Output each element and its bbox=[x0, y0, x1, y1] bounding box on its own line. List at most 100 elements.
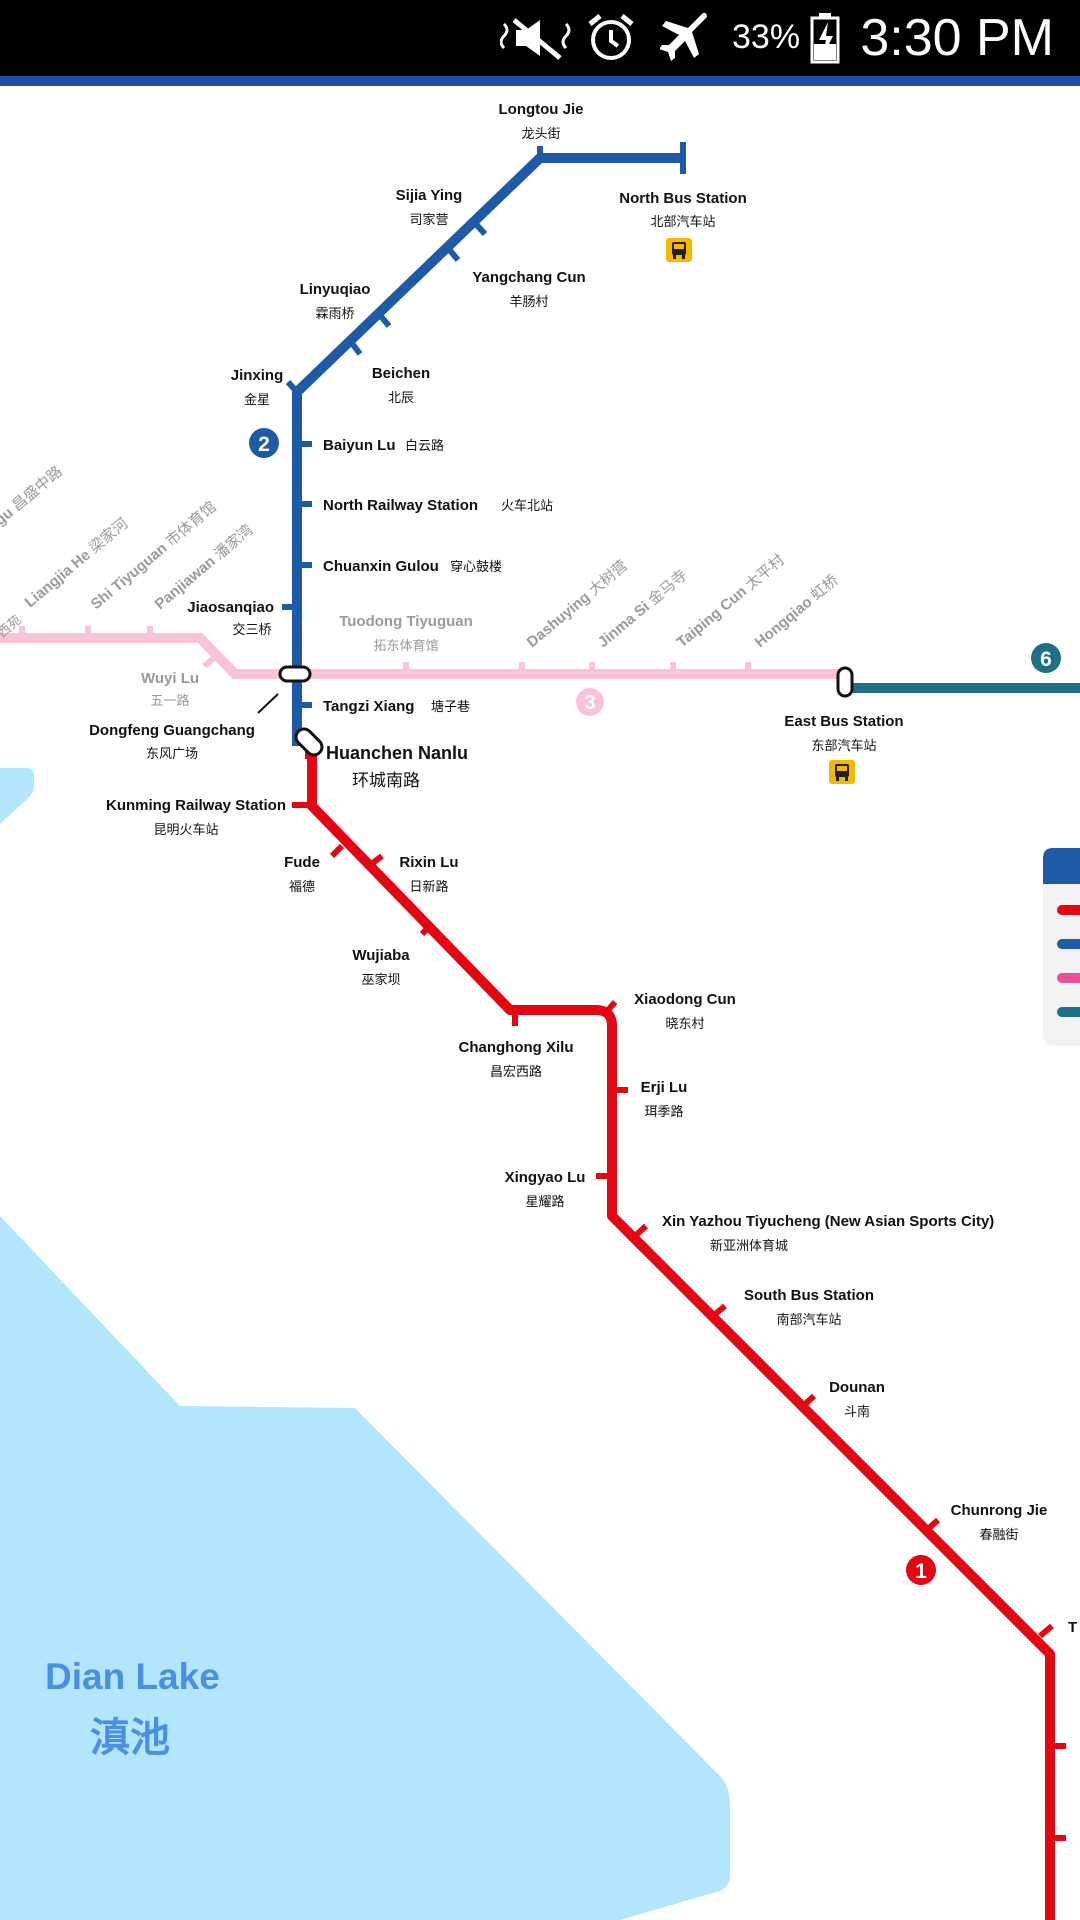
station-erji-lu[interactable]: Erji Lu bbox=[641, 1079, 688, 1096]
station-xin-yazhou[interactable]: Xin Yazhou Tiyucheng (New Asian Sports C… bbox=[662, 1213, 994, 1230]
east-bus-station-icon bbox=[829, 760, 855, 784]
line-1-badge bbox=[906, 1555, 936, 1585]
line-6-number: 6 bbox=[1040, 648, 1052, 671]
station-tuodong-tiyuguan[interactable]: Tuodong Tiyuguan bbox=[339, 613, 473, 630]
station-jinxing-cn: 金星 bbox=[244, 392, 270, 407]
station-changhong-xilu[interactable]: Changhong Xilu bbox=[459, 1039, 574, 1056]
station-baiyun-lu[interactable]: Baiyun Lu bbox=[323, 437, 396, 454]
station-jinma-si-cn: 金马寺 bbox=[645, 567, 690, 609]
dongfeng-guangchang-pointer bbox=[257, 693, 279, 714]
station-panjiawan-cn: 潘家湾 bbox=[211, 521, 256, 563]
station-chuanxin-gulou-cn: 穿心鼓楼 bbox=[450, 559, 502, 574]
station-changhong-zhonglu-cn: 昌盛中路 bbox=[9, 463, 66, 515]
station-longtou-jie[interactable]: Longtou Jie bbox=[499, 101, 584, 118]
line-6-badge bbox=[1031, 643, 1061, 673]
battery-percent: 33% bbox=[732, 18, 801, 56]
station-liangjia-he-cn: 梁家河 bbox=[86, 515, 131, 557]
station-xiaodong-cun[interactable]: Xiaodong Cun bbox=[634, 991, 736, 1008]
station-chunrong-jie[interactable]: Chunrong Jie bbox=[951, 1502, 1048, 1519]
wuyi-lu-interchange[interactable] bbox=[278, 665, 312, 683]
station-fude-cn: 福德 bbox=[289, 879, 315, 894]
station-wuyi-lu-cn: 五一路 bbox=[150, 693, 189, 708]
station-linyuqiao-cn: 霖雨桥 bbox=[315, 306, 354, 321]
station-huanchen-nanlu[interactable]: Huanchen Nanlu bbox=[326, 743, 468, 763]
station-liangjia-he: Liangjia He bbox=[22, 547, 94, 611]
station-sijia-ying-cn: 司家营 bbox=[409, 212, 448, 227]
legend-header bbox=[1043, 848, 1080, 884]
station-wujiaba[interactable]: Wujiaba bbox=[352, 947, 410, 964]
station-kunming-railway-station[interactable]: Kunming Railway Station bbox=[106, 797, 286, 814]
station-wujiaba-cn: 巫家坝 bbox=[361, 972, 400, 987]
station-jinxing[interactable]: Jinxing bbox=[231, 367, 284, 384]
svg-text:gu 昌盛中路: gu 昌盛中路 bbox=[0, 463, 66, 529]
alarm-icon bbox=[588, 14, 634, 60]
station-north-bus-station[interactable]: North Bus Station bbox=[619, 190, 747, 207]
airplane-mode-icon bbox=[660, 12, 707, 61]
station-rixin-lu[interactable]: Rixin Lu bbox=[399, 854, 458, 871]
line-2: 2 bbox=[249, 142, 686, 746]
station-xingyao-lu[interactable]: Xingyao Lu bbox=[505, 1169, 586, 1186]
lake-name: Dian Lake bbox=[45, 1656, 220, 1697]
line-3: 3 bbox=[0, 626, 845, 716]
line-3-east-labels: Dashuying 大树营 Jinma Si 金马寺 Taiping Cun 太… bbox=[524, 551, 842, 651]
station-yangchang-cun-cn: 羊肠村 bbox=[509, 294, 548, 309]
station-dounan-cn: 斗南 bbox=[844, 1404, 870, 1419]
line-3-number: 3 bbox=[584, 692, 595, 714]
station-dounan[interactable]: Dounan bbox=[829, 1379, 885, 1396]
dian-lake: Dian Lake 滇池 bbox=[0, 768, 730, 1920]
station-beichen[interactable]: Beichen bbox=[372, 365, 430, 382]
station-fude[interactable]: Fude bbox=[284, 854, 320, 871]
line-2-badge bbox=[249, 428, 279, 458]
station-dongfeng-guangchang[interactable]: Dongfeng Guangchang bbox=[89, 722, 255, 739]
line-2-number: 2 bbox=[258, 433, 270, 456]
station-tangzi-xiang[interactable]: Tangzi Xiang bbox=[323, 698, 414, 715]
line-3-badge bbox=[576, 688, 604, 716]
station-north-railway-station-cn: 火车北站 bbox=[501, 498, 553, 513]
mute-vibrate-icon bbox=[500, 18, 571, 60]
battery-charging-icon bbox=[810, 13, 840, 64]
station-jinma-si: Jinma Si bbox=[595, 598, 653, 651]
station-dashuying: Dashuying bbox=[524, 589, 594, 651]
app-bar-strip bbox=[0, 76, 1080, 86]
line-1-number: 1 bbox=[915, 1560, 927, 1583]
station-wuyi-lu[interactable]: Wuyi Lu bbox=[141, 670, 199, 687]
station-changhong-xilu-cn: 昌宏西路 bbox=[490, 1064, 542, 1079]
north-bus-station-icon bbox=[666, 238, 692, 262]
line-legend-panel[interactable] bbox=[1043, 848, 1080, 1046]
station-xingyao-lu-cn: 星耀路 bbox=[525, 1194, 564, 1209]
station-north-railway-station[interactable]: North Railway Station bbox=[323, 497, 478, 514]
station-chuanxin-gulou[interactable]: Chuanxin Gulou bbox=[323, 558, 439, 575]
station-taiping-cun-cn: 太平村 bbox=[742, 551, 787, 593]
station-erji-lu-cn: 珥季路 bbox=[644, 1104, 683, 1119]
lake-name-cn: 滇池 bbox=[90, 1716, 170, 1760]
station-north-bus-station-cn: 北部汽车站 bbox=[650, 214, 715, 229]
status-bar: 33% 3:30 PM bbox=[0, 0, 1080, 76]
station-rixin-lu-cn: 日新路 bbox=[409, 879, 448, 894]
station-hongqiao-cn: 虹桥 bbox=[808, 572, 842, 604]
line-6: 6 bbox=[836, 643, 1080, 698]
svg-text:Hongqiao 虹桥: Hongqiao 虹桥 bbox=[752, 572, 842, 651]
station-cut-off-t[interactable]: T bbox=[1068, 1619, 1077, 1636]
huanchen-nanlu-interchange[interactable] bbox=[293, 726, 326, 759]
status-time: 3:30 PM bbox=[860, 9, 1054, 67]
line-1: 1 bbox=[292, 749, 1066, 1920]
station-sijia-ying[interactable]: Sijia Ying bbox=[396, 187, 463, 204]
station-baiyun-lu-cn: 白云路 bbox=[405, 438, 444, 453]
station-yangchang-cun[interactable]: Yangchang Cun bbox=[472, 269, 585, 286]
station-kunming-railway-station-cn: 昆明火车站 bbox=[153, 822, 218, 837]
station-longtou-jie-cn: 龙头街 bbox=[521, 126, 560, 141]
station-jiaosanqiao-cn: 交三桥 bbox=[232, 622, 271, 637]
station-shi-tiyuguan-cn: 市体育馆 bbox=[163, 498, 220, 550]
station-dongfeng-guangchang-cn: 东风广场 bbox=[146, 746, 198, 761]
station-linyuqiao[interactable]: Linyuqiao bbox=[300, 281, 371, 298]
station-dashuying-cn: 大树营 bbox=[586, 557, 631, 599]
station-jiaosanqiao[interactable]: Jiaosanqiao bbox=[187, 599, 274, 616]
metro-map[interactable]: Dian Lake 滇池 3 6 bbox=[0, 86, 1080, 1920]
station-south-bus-station[interactable]: South Bus Station bbox=[744, 1287, 874, 1304]
station-east-bus-station-cn: 东部汽车站 bbox=[811, 738, 876, 753]
svg-text:Shi Tiyuguan 市体育馆: Shi Tiyuguan 市体育馆 bbox=[88, 498, 220, 613]
station-huanchen-nanlu-cn: 环城南路 bbox=[352, 771, 420, 790]
station-east-bus-station[interactable]: East Bus Station bbox=[784, 713, 903, 730]
station-tuodong-tiyuguan-cn: 拓东体育馆 bbox=[373, 638, 438, 653]
station-south-bus-station-cn: 南部汽车站 bbox=[776, 1312, 841, 1327]
